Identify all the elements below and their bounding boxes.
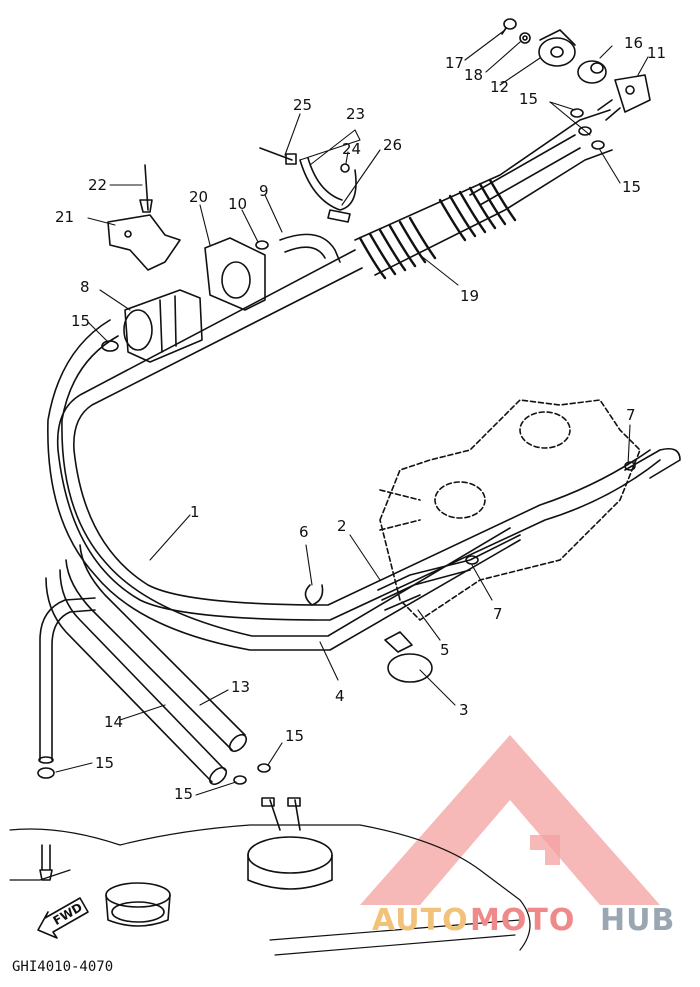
bracket-21 <box>107 214 181 271</box>
part-label-8: 8 <box>80 278 90 296</box>
part-label-19: 19 <box>460 287 480 305</box>
clip-7-right <box>465 555 479 565</box>
part-label-2: 2 <box>337 517 347 535</box>
part-label-15-f: 15 <box>174 785 194 803</box>
clips-15-bottom <box>37 763 271 785</box>
part-label-14: 14 <box>104 713 124 731</box>
part-label-20: 20 <box>189 188 209 206</box>
part-label-24: 24 <box>342 140 362 158</box>
washer-18 <box>519 32 531 44</box>
fuel-hose-13 <box>65 544 248 753</box>
part-label-17: 17 <box>445 54 465 72</box>
holder-20 <box>204 237 266 311</box>
leader-lines <box>55 29 649 796</box>
fitting-7-top <box>624 447 681 479</box>
part-label-7-upper: 7 <box>626 406 636 424</box>
clips-15-top <box>570 108 605 150</box>
part-label-15-b: 15 <box>622 178 642 196</box>
part-label-23: 23 <box>346 105 366 123</box>
part-label-15-c: 15 <box>71 312 91 330</box>
fuel-sender-unit <box>247 797 333 890</box>
part-label-5: 5 <box>440 641 450 659</box>
filler-neck <box>105 882 171 927</box>
part-label-6: 6 <box>299 523 309 541</box>
fitting-12 <box>538 29 576 67</box>
part-label-22: 22 <box>88 176 108 194</box>
fuel-hose-14 <box>45 569 228 786</box>
bolt-17 <box>501 18 517 35</box>
part-label-13: 13 <box>231 678 251 696</box>
part-label-4: 4 <box>335 687 345 705</box>
part-label-9: 9 <box>259 182 269 200</box>
bellows-19 <box>354 109 613 280</box>
nut-24 <box>340 163 350 173</box>
watermark-logo <box>360 735 660 905</box>
part-label-15-d: 15 <box>95 754 115 772</box>
clip-10 <box>255 240 269 250</box>
part-label-15-e: 15 <box>285 727 305 745</box>
fuel-joint-11 <box>597 74 651 121</box>
part-label-10: 10 <box>228 195 248 213</box>
part-label-21: 21 <box>55 208 75 226</box>
diagram-code: GHI4010-4070 <box>12 959 114 975</box>
hose-2 <box>377 534 521 601</box>
vent-hose <box>38 597 96 881</box>
clip-6 <box>304 584 324 606</box>
part-label-25: 25 <box>293 96 313 114</box>
watermark-moto: MOTO <box>470 903 576 938</box>
watermark-hub: HUB <box>600 903 676 938</box>
part-label-1: 1 <box>190 503 200 521</box>
part-label-12: 12 <box>490 78 510 96</box>
part-label-11: 11 <box>647 44 667 62</box>
fuel-hose-1 <box>56 249 661 621</box>
rivet-22 <box>139 164 153 213</box>
watermark-auto: AUTO <box>372 903 469 938</box>
hose-9 <box>279 233 341 263</box>
carburetor-assembly <box>379 399 641 621</box>
part-label-3: 3 <box>459 701 469 719</box>
part-label-15-a: 15 <box>519 90 539 108</box>
part-label-18: 18 <box>464 66 484 84</box>
part-label-16: 16 <box>624 34 644 52</box>
fuel-hose-4 <box>47 319 521 651</box>
filter-8 <box>123 289 203 363</box>
part-label-26: 26 <box>383 136 403 154</box>
fwd-arrow <box>37 897 89 939</box>
fuel-tank-outline <box>9 824 531 956</box>
bracket-23 <box>299 157 357 211</box>
grommet-16 <box>577 60 607 84</box>
clamp-3 <box>384 631 433 683</box>
clip-15-left <box>101 340 119 352</box>
hose-5 <box>384 594 421 611</box>
bolt-25 <box>259 147 297 165</box>
part-label-7-lower: 7 <box>493 605 503 623</box>
clamp-26 <box>327 209 351 223</box>
